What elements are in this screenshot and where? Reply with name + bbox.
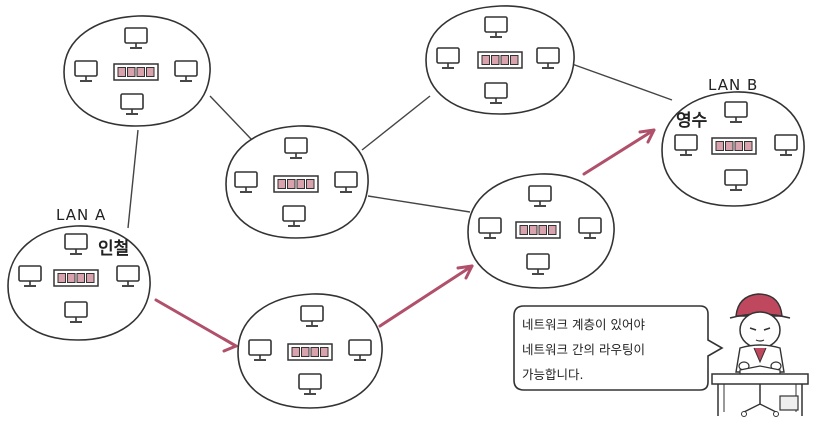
- character-icon: [711, 293, 809, 417]
- routing-path: [154, 128, 656, 353]
- switch-icon: [273, 175, 319, 193]
- speech-line: 네트워크 간의 라우팅이: [522, 342, 645, 357]
- switch-icon: [515, 221, 561, 239]
- network-lan-a: [7, 225, 151, 341]
- network-top-center: [425, 5, 575, 115]
- speech-bubble-outline: [513, 305, 724, 391]
- network-bottom: [237, 293, 383, 409]
- speech-line: 네트워크 계층이 있어야: [522, 317, 645, 332]
- switch-icon: [477, 51, 523, 69]
- speech-bubble: 네트워크 계층이 있어야 네트워크 간의 라우팅이 가능합니다.: [510, 304, 710, 390]
- network-links: [127, 63, 673, 229]
- switch-icon: [711, 137, 757, 155]
- network-middle: [225, 125, 369, 239]
- network-top-left: [63, 15, 211, 127]
- user-b-label: 영수: [676, 111, 708, 131]
- switch-icon: [53, 269, 99, 287]
- network-lan-b: [661, 91, 805, 207]
- network-right-middle: [467, 173, 615, 289]
- switch-icon: [287, 343, 333, 361]
- speech-line: 가능합니다.: [522, 367, 584, 382]
- lan-b-label: LAN B: [708, 76, 759, 94]
- switch-icon: [113, 63, 159, 81]
- lan-a-label: LAN A: [56, 206, 107, 224]
- user-a-label: 인철: [98, 239, 130, 259]
